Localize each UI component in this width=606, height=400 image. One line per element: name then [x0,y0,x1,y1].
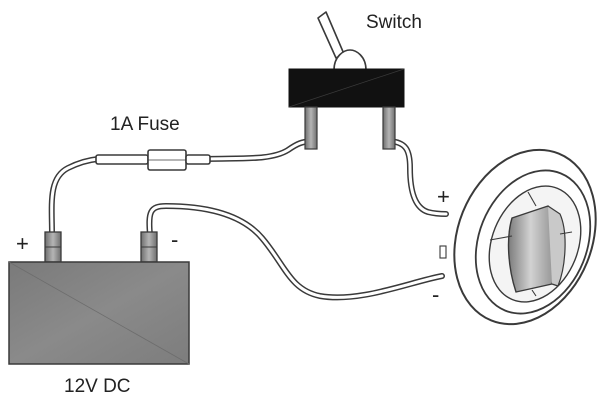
switch-lever [317,11,345,59]
switch-dome [333,49,367,71]
wire-battery-negative-to-lamp [146,203,445,301]
fuse [95,149,211,171]
switch-terminal-right [382,106,396,150]
lamp-terminal-tab [439,245,447,259]
switch-label: Switch [366,12,422,33]
toggle-switch [288,11,405,150]
battery-plus-label: + [16,231,29,256]
lamp-plus-label: + [437,184,450,209]
lamp-minus-label: - [432,282,439,307]
fuse-label: 1A Fuse [110,114,180,135]
wire-battery-to-fuse [48,156,101,238]
courtesy-lamp [439,148,597,326]
wire-fuse-to-switch [205,138,314,162]
battery-label: 12V DC [64,376,131,397]
wire-switch-to-lamp-positive [386,138,449,217]
battery-minus-label: - [171,227,178,252]
battery [8,231,190,365]
switch-terminal-left [304,106,318,150]
